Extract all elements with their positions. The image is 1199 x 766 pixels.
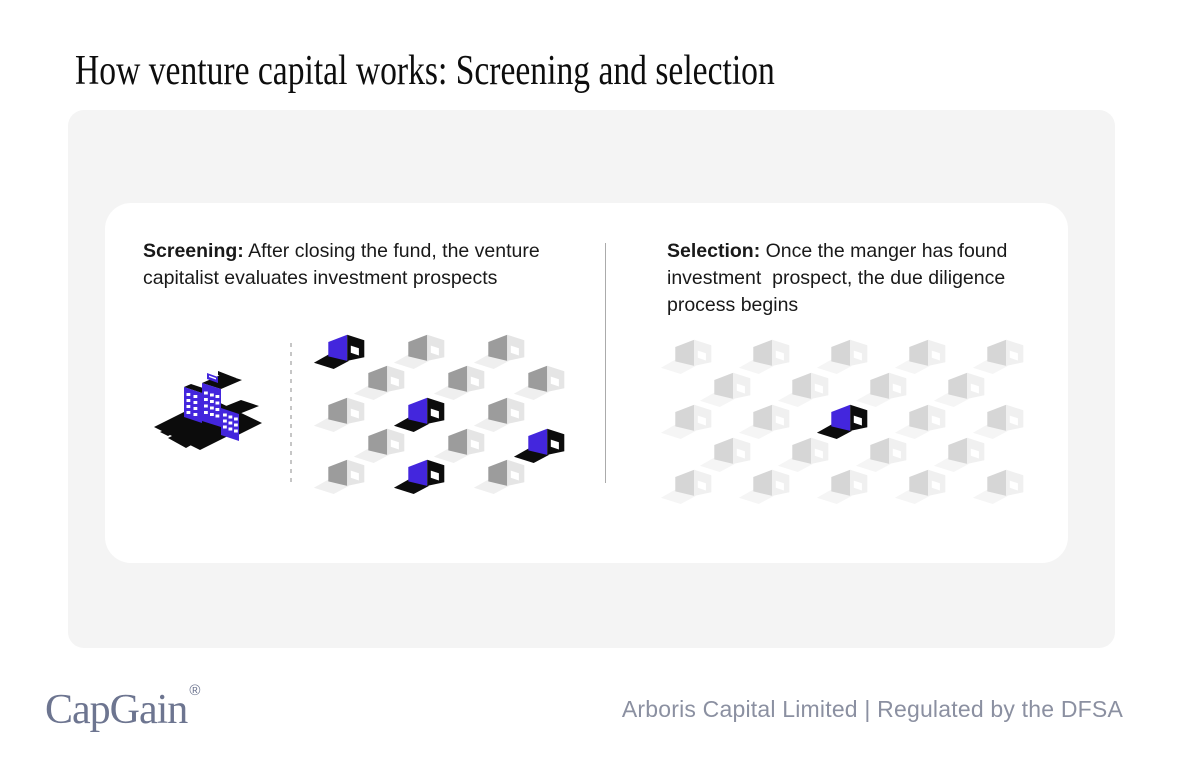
selection-description: Selection: Once the manger has found inv… (667, 238, 1045, 319)
selection-label: Selection: (667, 240, 761, 262)
screening-description: Screening: After closing the fund, the v… (143, 238, 583, 292)
capgain-logo: CapG✦ ain® (45, 682, 200, 734)
sparkle-star-icon: ✦ (117, 693, 131, 711)
building-windows (186, 391, 238, 433)
screening-text: After closing the fund, the venture capi… (143, 240, 546, 289)
screening-label: Screening: (143, 240, 244, 262)
logo-text-pre: Cap (45, 687, 111, 733)
city-building-illustration (154, 371, 262, 450)
company-regulatory-line: Arboris Capital Limited | Regulated by t… (621, 696, 1123, 722)
dashed-separator (290, 343, 292, 487)
registered-mark: ® (189, 682, 201, 699)
page-title: How venture capital works: Screening and… (75, 48, 775, 94)
selection-text: Once the manger has found investment pro… (667, 240, 1013, 316)
logo-letter-g: G (109, 687, 140, 733)
vertical-divider (605, 243, 606, 483)
logo-text-post: ain (139, 687, 188, 733)
